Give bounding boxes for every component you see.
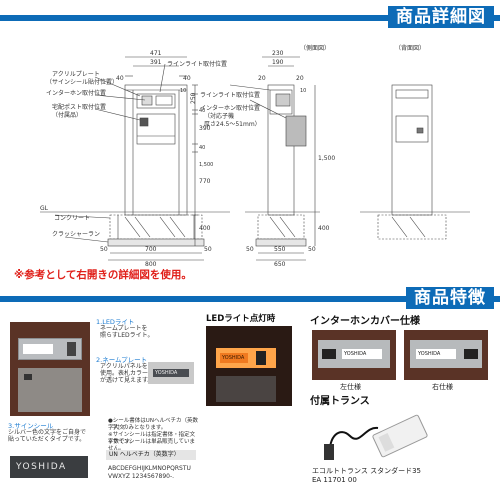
label-intercom-side: インターホン取付位置 [200, 104, 260, 112]
label-line-light-top: ラインライト取付位置 [167, 60, 227, 68]
transformer-image [324, 414, 428, 460]
side-dim-h-base: 400 [318, 225, 330, 232]
side-dim-w-a: 190 [272, 59, 284, 66]
seal-note3: ※サインシールは指定書体・指定文字数です。 [108, 432, 196, 445]
cover-right-photo: YOSHIDA [404, 330, 488, 380]
trans-title: 付属トランス [310, 396, 370, 407]
feature-banner: 商品特徴 [0, 287, 500, 309]
label-mailbox-sub: （付属品） [52, 111, 82, 119]
item3-title: 3.サインシール [8, 422, 54, 430]
dim-h6: 770 [199, 178, 211, 185]
cover-left-plate: YOSHIDA [342, 349, 382, 359]
dim-h1: 10 [180, 88, 186, 94]
cover-right-label: 右仕様 [432, 383, 453, 391]
acrylic-closeup: YOSHIDA [148, 362, 194, 384]
label-crusher: クラッシャーラン [52, 231, 100, 238]
side-dim-h-a: 10 [300, 88, 306, 94]
seal-note1: ●シール書体はUNヘルベチカ（英数字大文 [108, 418, 198, 431]
item1-title: 1.LEDライト [96, 318, 135, 326]
side-view-label: （側面図） [300, 44, 330, 52]
dim-s40a: 40 [116, 75, 124, 82]
label-acrylic: アクリルプレート [52, 71, 100, 78]
label-mailbox: 宅配ポスト取付位置 [52, 103, 106, 111]
font-sample1: ABCDEFGHIJKLMNOPQRSTU [108, 465, 191, 472]
post-photo [10, 322, 90, 416]
side-dim-w-c: 20 [296, 75, 304, 82]
led-glow: YOSHIDA [216, 348, 276, 368]
item2-desc1: アクリルパネルを [100, 363, 148, 370]
label-concrete: コンクリート [54, 215, 90, 222]
led-title: LEDライト点灯時 [206, 314, 276, 324]
feature-left-panel: 1.LEDライト ネームプレートを 照らすLEDライト。 2.ネームプレート ア… [8, 316, 198, 498]
item3-desc2: 貼っていただくタイプです。 [8, 436, 86, 443]
dim-h3: 40 [199, 108, 205, 114]
side-dim-h-total: 1,500 [318, 155, 335, 162]
trans-panel: 付属トランス エコルトトランス スタンダード35 EA 11701 00 [310, 392, 500, 498]
side-dim-w-top: 230 [272, 50, 284, 57]
dim-b2: 700 [145, 246, 157, 253]
trans-code: EA 11701 00 [312, 476, 357, 484]
feature-banner-bar [0, 296, 500, 302]
dim-h7: 1,500 [199, 162, 213, 168]
detail-drawing: （側面図） （背面図） 471 391 40 40 10 250 40 390 … [40, 44, 470, 266]
font-label: UN ヘルベチカ（英数字） [106, 450, 196, 460]
sign-seal-sample: YOSHIDA [10, 456, 88, 478]
side-dim-b1: 50 [246, 246, 254, 253]
closeup-plate: YOSHIDA [153, 369, 189, 377]
label-intercom: インターホン取付位置 [46, 89, 106, 97]
cover-panel: インターホンカバー仕様 YOSHIDA 左仕様 YOSHIDA 右仕様 [310, 312, 500, 392]
dim-h2: 250 [190, 92, 197, 104]
mailbox-front [18, 368, 82, 412]
intercom-plate [18, 338, 82, 360]
item1-desc1: ネームプレートを [100, 325, 148, 332]
led-plate: YOSHIDA [220, 353, 248, 363]
dim-b1: 50 [100, 246, 108, 253]
side-dim-b3: 50 [308, 246, 316, 253]
dim-b4: 800 [145, 261, 157, 266]
top-banner: 商品詳細図 [0, 6, 500, 28]
label-gl: GL [40, 205, 49, 212]
label-intercom-side-sub2: 厚さ24.5〜51mm） [204, 121, 261, 128]
banner-bar [0, 15, 500, 21]
banner-title: 商品詳細図 [388, 6, 494, 28]
trans-name: エコルトトランス スタンダード35 [312, 467, 421, 475]
item1-desc2: 照らすLEDライト。 [100, 332, 154, 339]
cover-right-plate: YOSHIDA [416, 349, 456, 359]
font-sample2: VWXYZ 1234567890-. [108, 473, 175, 480]
dim-h5: 40 [199, 145, 205, 151]
item3-desc1: シルバー色の文字をご自身で [8, 429, 87, 436]
side-dim-w-b: 20 [258, 75, 266, 82]
seal-note4: ※サインシールは単品販売していません。 [108, 439, 195, 452]
label-acrylic-sub: （サインシール貼付位置） [46, 78, 118, 86]
dim-h8: 400 [199, 225, 211, 232]
dim-h4: 390 [199, 125, 211, 132]
led-panel: LEDライト点灯時 YOSHIDA [206, 312, 298, 412]
cover-left-photo: YOSHIDA [312, 330, 396, 380]
back-view-label: （背面図） [395, 44, 425, 52]
dim-w-total: 471 [150, 50, 162, 57]
label-line-light-side: ラインライト取付位置 [200, 91, 260, 99]
item2-title: 2.ネームプレート [96, 356, 148, 364]
dim-s40b: 40 [183, 75, 191, 82]
reference-notice: ※参考として右開きの詳細図を使用。 [14, 269, 192, 281]
dim-b3: 50 [204, 246, 212, 253]
label-intercom-side-sub1: （対応子機 [204, 112, 234, 120]
side-dim-b4: 650 [274, 261, 286, 266]
feature-banner-title: 商品特徴 [406, 287, 494, 309]
item2-desc3: が透けて見えます。 [100, 377, 154, 384]
led-photo: YOSHIDA [206, 326, 292, 406]
dim-w-inner: 391 [150, 59, 162, 66]
cover-title: インターホンカバー仕様 [310, 316, 420, 327]
cover-left-label: 左仕様 [340, 383, 361, 391]
side-dim-b2: 550 [274, 246, 286, 253]
seal-note2: 字）のみとなります。 [112, 425, 167, 431]
item2-desc2: 使用。表札カラー [100, 370, 149, 377]
